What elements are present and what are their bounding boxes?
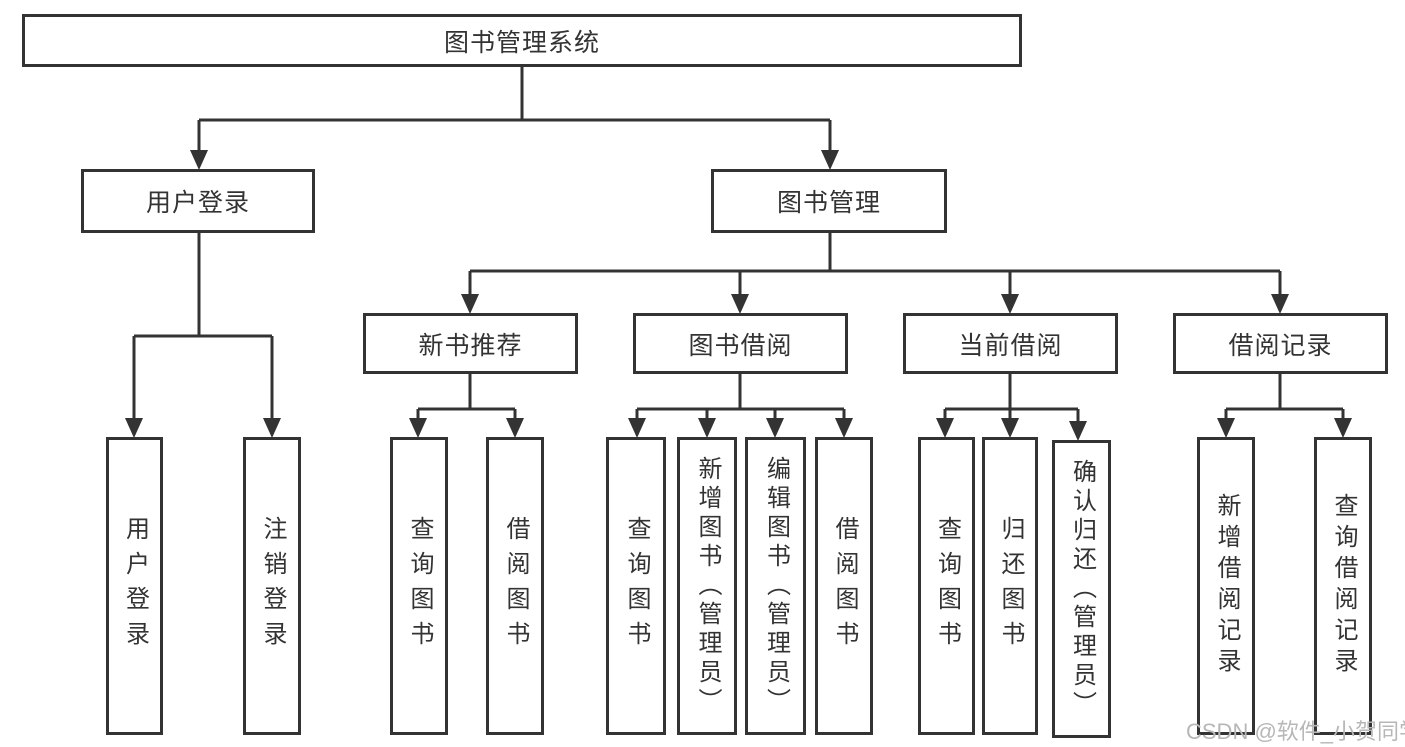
leaf-borrow-books-recommend: 借阅图书 xyxy=(486,437,544,735)
node-user-login-label: 用户登录 xyxy=(145,189,250,217)
leaf-confirm-return-admin: 确认归还（管理员） xyxy=(1052,440,1111,738)
leaf-user-login-label: 用户登录 xyxy=(121,516,149,656)
connector-root xyxy=(197,67,832,167)
node-new-book-recommend: 新书推荐 xyxy=(363,313,578,374)
leaf-add-borrow-record: 新增借阅记录 xyxy=(1197,437,1255,735)
leaf-add-borrow-record-label: 新增借阅记录 xyxy=(1213,493,1240,679)
leaf-query-books-borrowing: 查询图书 xyxy=(606,437,666,735)
node-borrowing-records: 借阅记录 xyxy=(1173,313,1388,374)
leaf-borrow-books: 借阅图书 xyxy=(815,437,873,735)
node-book-borrowing: 图书借阅 xyxy=(633,313,848,374)
leaf-confirm-return-admin-label: 确认归还（管理员） xyxy=(1068,458,1096,720)
leaf-return-books-label: 归还图书 xyxy=(997,516,1024,656)
connector-borrowing-records xyxy=(1224,374,1345,435)
leaf-query-books-recommend-label: 查询图书 xyxy=(406,516,433,656)
leaf-edit-books-admin-label: 编辑图书（管理员） xyxy=(762,455,790,717)
node-root: 图书管理系统 xyxy=(22,14,1022,67)
node-user-login: 用户登录 xyxy=(81,169,315,233)
node-current-borrowing-label: 当前借阅 xyxy=(958,331,1063,360)
node-book-borrowing-label: 图书借阅 xyxy=(688,331,793,360)
node-book-management: 图书管理 xyxy=(711,169,947,233)
node-new-book-recommend-label: 新书推荐 xyxy=(418,331,523,360)
leaf-query-borrow-record-label: 查询借阅记录 xyxy=(1330,493,1357,679)
arrowheads xyxy=(125,150,1352,441)
leaf-logout-label: 注销登录 xyxy=(259,516,286,656)
leaf-query-books-recommend: 查询图书 xyxy=(390,437,448,735)
node-borrowing-records-label: 借阅记录 xyxy=(1228,331,1333,360)
connector-book-borrowing xyxy=(635,374,846,435)
node-current-borrowing: 当前借阅 xyxy=(903,313,1118,374)
leaf-add-books-admin-label: 新增图书（管理员） xyxy=(694,455,721,717)
leaf-edit-books-admin: 编辑图书（管理员） xyxy=(745,437,806,735)
node-root-label: 图书管理系统 xyxy=(443,28,600,57)
connector-new-book-recommend xyxy=(416,374,517,435)
leaf-return-books: 归还图书 xyxy=(982,437,1038,735)
leaf-query-books-borrowing-label: 查询图书 xyxy=(623,516,650,656)
leaf-add-books-admin: 新增图书（管理员） xyxy=(677,437,737,735)
leaf-borrow-books-recommend-label: 借阅图书 xyxy=(502,516,529,656)
leaf-query-borrow-record: 查询借阅记录 xyxy=(1314,437,1372,735)
leaf-user-login: 用户登录 xyxy=(106,437,163,735)
leaf-logout: 注销登录 xyxy=(243,437,301,735)
watermark: CSDN @软件_小贺同学 xyxy=(1186,719,1405,744)
connector-book-management xyxy=(468,233,1282,311)
leaf-query-books-current: 查询图书 xyxy=(918,437,975,735)
leaf-query-books-current-label: 查询图书 xyxy=(933,516,961,656)
leaf-borrow-books-label: 借阅图书 xyxy=(831,516,858,656)
connector-user-login xyxy=(132,233,274,435)
node-book-management-label: 图书管理 xyxy=(776,189,881,217)
